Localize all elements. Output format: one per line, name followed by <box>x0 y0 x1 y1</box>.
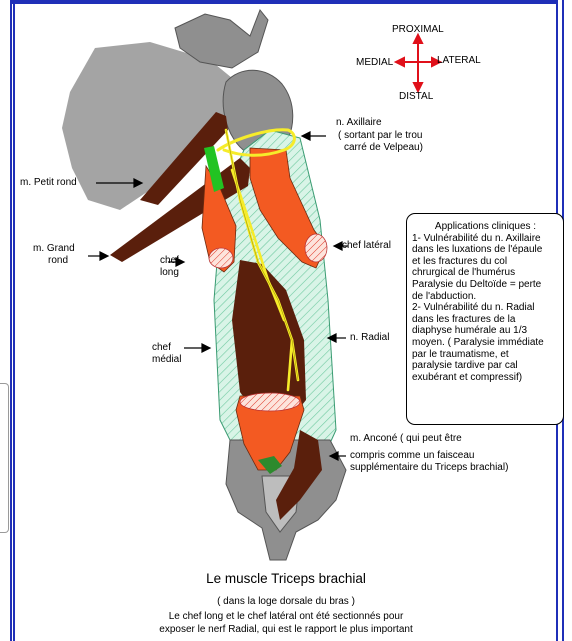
clinical-line: paralysie tardive par cal <box>412 360 559 372</box>
label-long-head-2: long <box>160 267 179 279</box>
clinical-line: et les fractures du col <box>412 256 559 268</box>
label-axillary-note-2: carré de Velpeau) <box>344 142 423 154</box>
figure-title: Le muscle Triceps brachial <box>0 571 572 586</box>
label-long-head-1: chef <box>160 255 179 267</box>
label-teres-major-1: m. Grand <box>33 243 75 255</box>
label-radial-nerve: n. Radial <box>350 332 389 344</box>
clinical-applications-box: Applications cliniques : 1- Vulnérabilit… <box>406 213 564 425</box>
clinical-line: par le traumatisme, et <box>412 349 559 361</box>
label-axillary-nerve: n. Axillaire <box>336 117 382 129</box>
clinical-line: diaphyse humérale au 1/3 <box>412 325 559 337</box>
clinical-line: chrurgical de l'humérus <box>412 267 559 279</box>
label-axillary-note-1: ( sortant par le trou <box>338 130 422 142</box>
clinical-line: exubérant et compressif) <box>412 372 559 384</box>
clinical-line: dans les fractures de la <box>412 314 559 326</box>
label-medial: MEDIAL <box>356 57 393 69</box>
label-lateral-head: chef latéral <box>342 240 391 252</box>
label-teres-minor: m. Petit rond <box>20 177 77 189</box>
label-proximal: PROXIMAL <box>392 24 444 36</box>
clinical-line: 1- Vulnérabilité du n. Axillaire <box>412 233 559 245</box>
label-medial-head-2: médial <box>152 354 181 366</box>
label-anconeus-2: compris comme un faisceau <box>350 450 475 462</box>
clinical-line: de l'abduction. <box>412 291 559 303</box>
clinical-line: Paralysie du Deltoïde = perte <box>412 279 559 291</box>
orientation-cross <box>396 35 440 91</box>
label-distal: DISTAL <box>399 91 433 103</box>
label-anconeus-1: m. Anconé ( qui peut être <box>350 433 462 445</box>
clinical-line: dans les luxations de l'épaule <box>412 244 559 256</box>
clinical-line: 2- Vulnérabilité du n. Radial <box>412 302 559 314</box>
clinical-heading: Applications cliniques : <box>412 221 559 233</box>
caption-line-3: exposer le nerf Radial, qui est le rappo… <box>0 624 572 636</box>
label-teres-major-2: rond <box>48 255 68 267</box>
clinical-line: moyen. ( Paralysie immédiate <box>412 337 559 349</box>
label-medial-head-1: chef <box>152 342 171 354</box>
caption-line-1: ( dans la loge dorsale du bras ) <box>0 596 572 608</box>
caption-line-2: Le chef long et le chef latéral ont été … <box>0 611 572 623</box>
label-lateral: LATERAL <box>437 55 481 67</box>
label-anconeus-3: supplémentaire du Triceps brachial) <box>350 462 508 474</box>
